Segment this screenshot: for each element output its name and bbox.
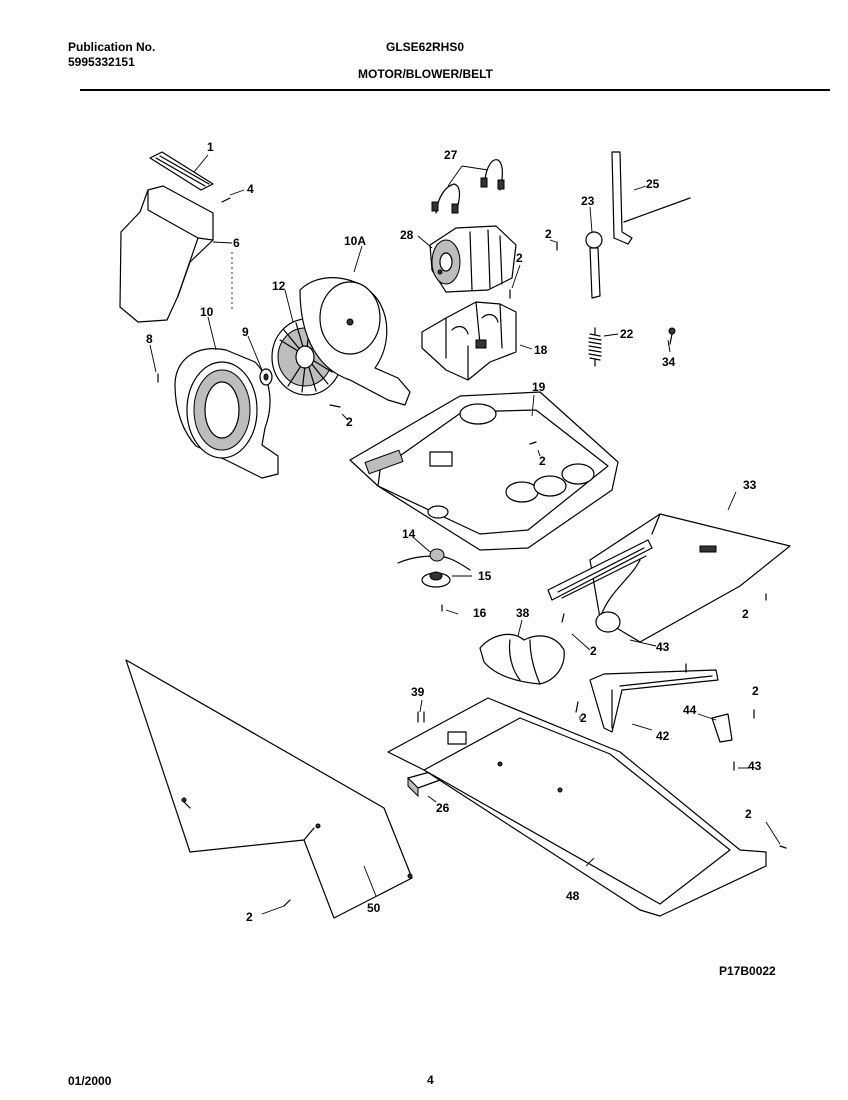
callout-39: 39 [411, 685, 425, 699]
callout-2c: 2 [516, 251, 523, 265]
callout-2j: 2 [246, 910, 253, 924]
part-48-base [387, 697, 767, 917]
callout-10A: 10A [344, 234, 366, 248]
part-22-spring [588, 327, 602, 367]
fasteners [157, 197, 787, 907]
callout-19: 19 [532, 380, 546, 394]
callout-25: 25 [646, 177, 660, 191]
callout-labels: 1 4 6 10A 12 10 9 8 2 27 28 2 2 18 25 23… [146, 140, 762, 924]
callout-6: 6 [233, 236, 240, 250]
callout-8: 8 [146, 332, 153, 346]
callout-48: 48 [566, 889, 580, 903]
part-1-seal-strip [149, 151, 214, 191]
callout-1: 1 [207, 140, 214, 154]
callout-26: 26 [436, 801, 450, 815]
part-50-panel [125, 659, 413, 919]
callout-34: 34 [662, 355, 676, 369]
callout-9: 9 [242, 325, 249, 339]
section-title: MOTOR/BLOWER/BELT [358, 67, 493, 81]
part-9-washer [259, 368, 273, 386]
callout-44: 44 [683, 703, 697, 717]
callout-50: 50 [367, 901, 381, 915]
callout-2b: 2 [545, 227, 552, 241]
part-27-harness [431, 159, 505, 214]
part-34-screw [668, 327, 676, 345]
callout-12: 12 [272, 279, 286, 293]
callout-10: 10 [200, 305, 214, 319]
part-10A-rear-housing [299, 277, 411, 406]
leader-lines [149, 154, 781, 915]
callout-18: 18 [534, 343, 548, 357]
part-43-rail [547, 539, 653, 633]
callout-23: 23 [581, 194, 595, 208]
part-14-switch [397, 548, 471, 571]
callout-2g: 2 [580, 711, 587, 725]
callout-42: 42 [656, 729, 670, 743]
part-18-motor-mount [421, 301, 517, 381]
page-number: 4 [427, 1073, 434, 1087]
callout-2e: 2 [742, 607, 749, 621]
callout-33: 33 [743, 478, 757, 492]
publication-label: Publication No. [68, 40, 156, 54]
callout-22: 22 [620, 327, 634, 341]
part-19-base-plate [349, 391, 619, 551]
part-28-motor [429, 225, 517, 293]
callout-28: 28 [400, 228, 414, 242]
callout-43a: 43 [656, 640, 670, 654]
part-15-roller [421, 571, 451, 588]
publication-number: 5995332151 [68, 55, 135, 69]
callout-2a: 2 [346, 415, 353, 429]
callout-38: 38 [516, 606, 530, 620]
callout-2i: 2 [745, 807, 752, 821]
callout-2f: 2 [590, 644, 597, 658]
part-38-vent-elbow [479, 633, 565, 685]
callout-4: 4 [247, 182, 254, 196]
callout-14: 14 [402, 527, 416, 541]
callout-16: 16 [473, 606, 487, 620]
footer-date: 01/2000 [68, 1074, 112, 1088]
part-25-idler-arm [611, 151, 691, 245]
part-6-duct [119, 185, 233, 323]
drawing-code: P17B0022 [719, 964, 776, 978]
callout-27: 27 [444, 148, 458, 162]
part-23-idler-pulley [585, 231, 603, 299]
header-rule [80, 89, 830, 91]
model-number: GLSE62RHS0 [386, 40, 465, 54]
callout-15: 15 [478, 569, 492, 583]
part-42-rail-bracket [589, 669, 719, 733]
callout-43b: 43 [748, 759, 762, 773]
callout-2d: 2 [539, 454, 546, 468]
part-44-clip [711, 713, 733, 743]
part-10-blower-housing [174, 348, 279, 479]
callout-2h: 2 [752, 684, 759, 698]
